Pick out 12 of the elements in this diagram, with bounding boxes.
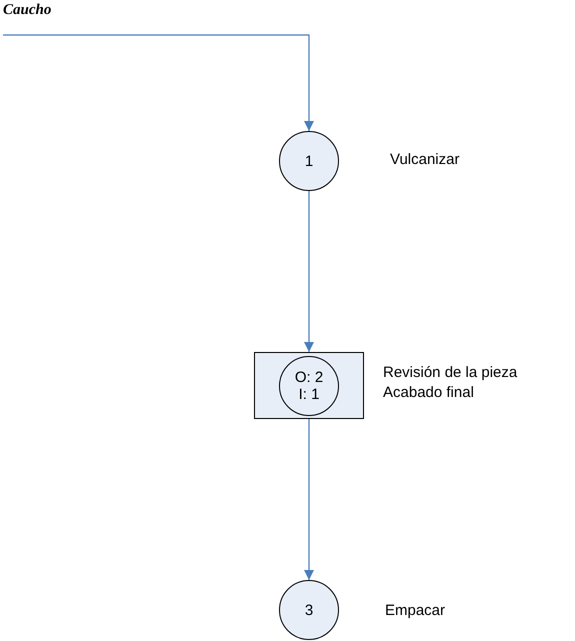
material-label: Caucho xyxy=(3,2,52,19)
arrow xyxy=(304,419,314,580)
step-description: Acabado final xyxy=(383,384,474,401)
step-number: 1 xyxy=(304,152,314,170)
arrow xyxy=(3,34,314,131)
step-description: Revisión de la pieza xyxy=(383,364,518,381)
inspection-box xyxy=(254,352,364,419)
step-number: 3 xyxy=(304,602,314,618)
arrow xyxy=(304,191,314,352)
step-description: Vulcanizar xyxy=(390,151,460,168)
step-description: Empacar xyxy=(385,602,446,619)
step-number: O: 2 I: 1 xyxy=(294,369,324,403)
